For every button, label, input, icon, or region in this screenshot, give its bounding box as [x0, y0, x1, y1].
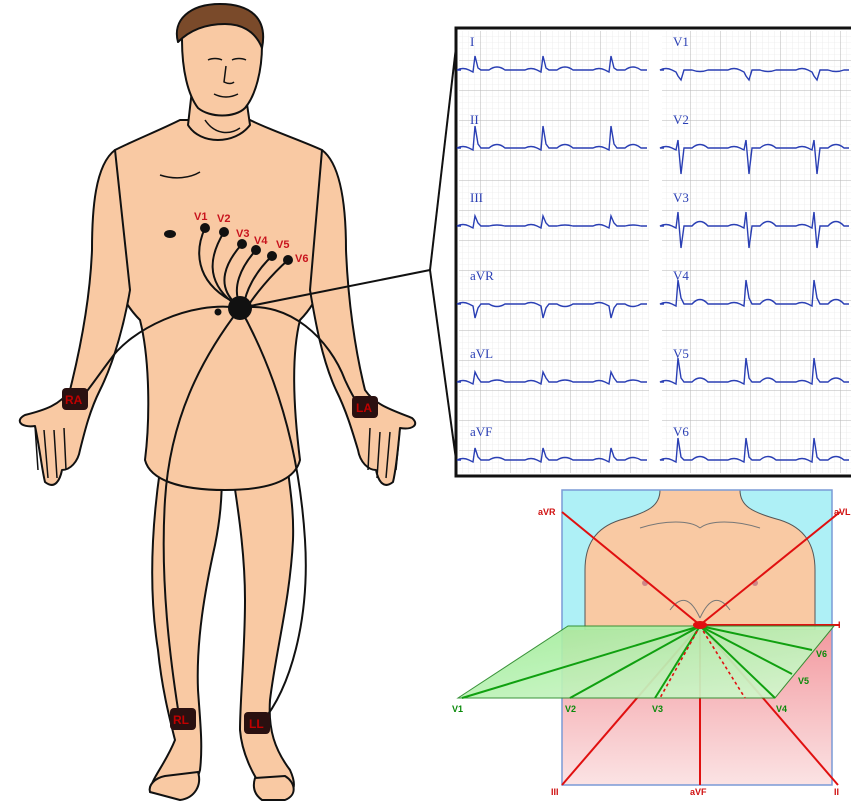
lead-label-iii: III	[470, 190, 483, 205]
axis-label-ii: II	[834, 787, 839, 797]
axis-label-v2: V2	[565, 704, 576, 714]
ecg-grid-left	[459, 31, 649, 473]
axis-label-avl: aVL	[834, 507, 851, 517]
axis-diagram: aVR aVL I III aVF II V1 V2 V3 V4 V5 V6	[452, 490, 851, 797]
callout-lines	[430, 30, 458, 474]
lead-label-avr: aVR	[470, 268, 494, 283]
lead-label-v4: V4	[673, 268, 689, 283]
label-ll: LL	[249, 717, 264, 731]
label-v2: V2	[217, 213, 230, 225]
axis-label-v3: V3	[652, 704, 663, 714]
left-leg	[232, 470, 294, 796]
ecg-panel: I II III aVR aVL aVF V1 V2 V3 V4 V5 V6	[456, 28, 851, 476]
lead-label-avl: aVL	[470, 346, 493, 361]
axis-label-avr: aVR	[538, 507, 556, 517]
axis-label-iii: III	[551, 787, 559, 797]
right-leg	[150, 470, 222, 794]
electrode-v5	[267, 251, 277, 261]
axis-label-avf: aVF	[690, 787, 707, 797]
torso	[101, 120, 336, 490]
label-v5: V5	[276, 239, 289, 251]
label-ra: RA	[65, 393, 83, 407]
label-v6: V6	[295, 253, 308, 265]
lead-label-ii: II	[470, 112, 479, 127]
axis-label-v4: V4	[776, 704, 787, 714]
label-v1: V1	[194, 211, 207, 223]
cable-hub	[228, 296, 252, 320]
label-rl: RL	[173, 713, 189, 727]
axis-label-v1: V1	[452, 704, 463, 714]
electrode-v2	[219, 227, 229, 237]
electrode-v1	[200, 223, 210, 233]
lead-label-v5: V5	[673, 346, 689, 361]
lead-label-v6: V6	[673, 424, 689, 439]
electrode-v3	[237, 239, 247, 249]
axis-label-v6: V6	[816, 649, 827, 659]
axis-label-v5: V5	[798, 676, 809, 686]
ecg-grid-right	[662, 31, 851, 473]
label-v4: V4	[254, 235, 268, 247]
lead-label-v3: V3	[673, 190, 689, 205]
heart-center	[693, 621, 707, 629]
lead-label-v1: V1	[673, 34, 689, 49]
electrode-v6	[283, 255, 293, 265]
lead-label-v2: V2	[673, 112, 689, 127]
lead-label-i: I	[470, 34, 474, 49]
axis-label-i: I	[838, 620, 841, 630]
label-la: LA	[356, 401, 372, 415]
lead-label-avf: aVF	[470, 424, 492, 439]
label-v3: V3	[236, 228, 249, 240]
horizontal-plane	[458, 626, 834, 698]
